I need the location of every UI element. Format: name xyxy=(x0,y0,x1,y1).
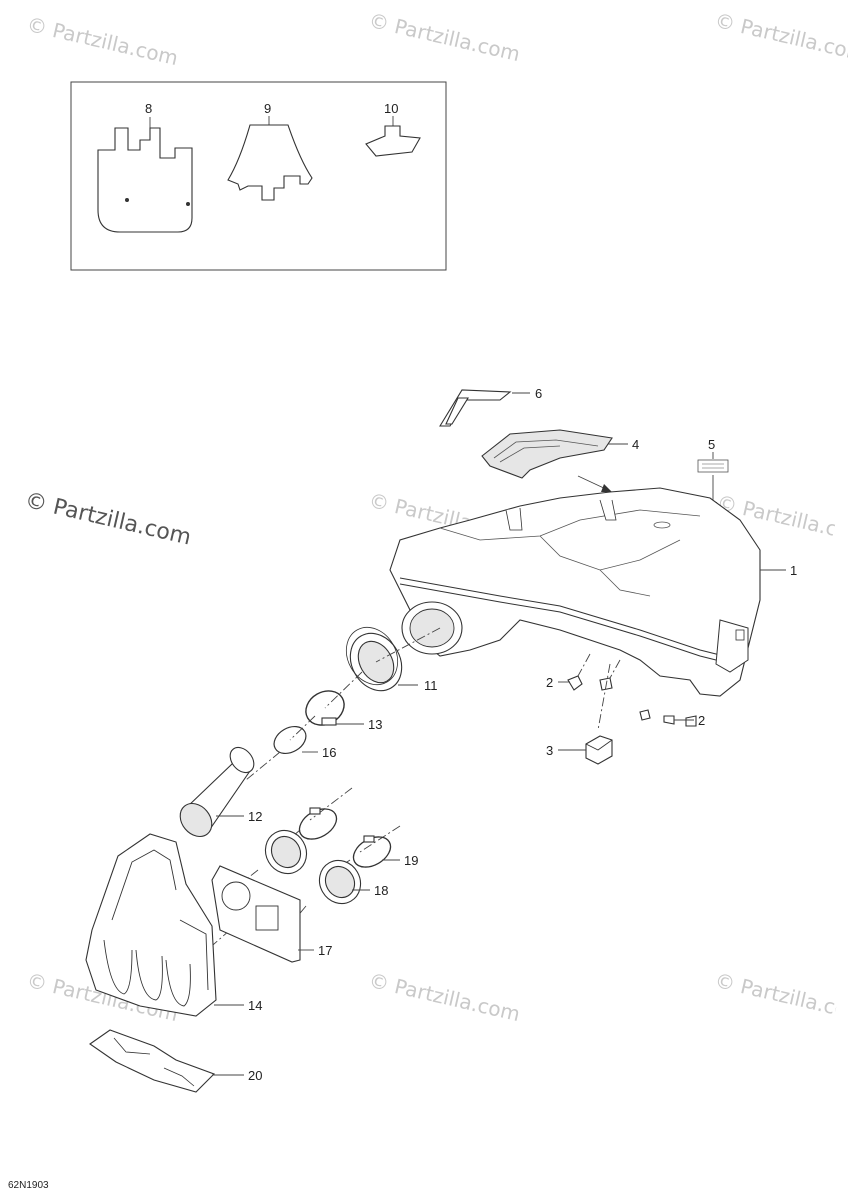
inset-frame xyxy=(70,81,447,271)
part-12-shape xyxy=(179,746,255,838)
part-10-shape xyxy=(365,116,421,157)
diagram-code: 62N1903 xyxy=(8,1180,49,1191)
callout-label: 2 xyxy=(698,713,705,728)
callout-label: 18 xyxy=(374,883,388,898)
part-2-shape xyxy=(567,675,697,727)
callout-label: 6 xyxy=(535,386,542,401)
part-8-shape xyxy=(97,117,193,233)
part-11-shape xyxy=(345,626,403,692)
callout-label: 12 xyxy=(248,809,262,824)
callout-label: 11 xyxy=(424,678,438,693)
callout-label: 3 xyxy=(546,743,553,758)
part-4-shape xyxy=(481,429,613,479)
callout-label: 2 xyxy=(546,675,553,690)
part-18-shape xyxy=(264,829,362,905)
inset-label: 10 xyxy=(384,101,398,116)
part-6-shape xyxy=(439,389,512,427)
callout-label: 4 xyxy=(632,437,639,452)
callout-label: 19 xyxy=(404,853,418,868)
part-13-shape xyxy=(305,690,345,726)
callout-label: 20 xyxy=(248,1068,262,1083)
inset-label: 9 xyxy=(264,101,271,116)
part-16-shape xyxy=(273,725,307,755)
part-19-shape xyxy=(298,807,392,868)
part-1-shape xyxy=(389,487,761,697)
callout-label: 14 xyxy=(248,998,262,1013)
callout-label: 1 xyxy=(790,563,797,578)
part-17-shape xyxy=(211,865,301,963)
callout-label: 16 xyxy=(322,745,336,760)
callout-label: 13 xyxy=(368,717,382,732)
callout-label: 5 xyxy=(708,437,715,452)
part-14-shape xyxy=(85,833,217,1017)
callout-label: 17 xyxy=(318,943,332,958)
part-9-shape xyxy=(227,116,313,201)
inset-label: 8 xyxy=(145,101,152,116)
part-3-shape xyxy=(585,735,613,765)
part-20-shape xyxy=(89,1029,215,1093)
